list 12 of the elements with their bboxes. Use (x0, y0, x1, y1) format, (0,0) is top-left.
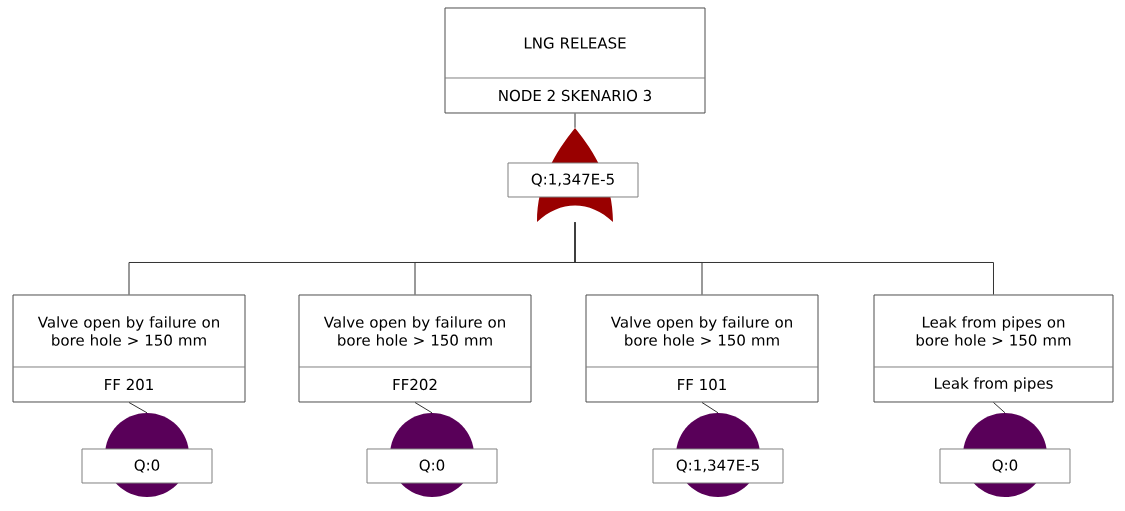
event-box: Valve open by failure on bore hole > 150 mm FF202 (298, 294, 532, 403)
connector-line (128, 402, 148, 414)
event-box: LNG RELEASE NODE 2 SKENARIO 3 (444, 7, 706, 114)
connector-line (701, 402, 719, 414)
event-box: Valve open by failure on bore hole > 150 mm FF 201 (12, 294, 246, 403)
or-gate: Q:1,347E-5 (507, 128, 639, 222)
event-box: Leak from pipes on bore hole > 150 mm Leak from pipes (873, 294, 1114, 403)
connector-line (574, 221, 994, 295)
connector-line (414, 402, 433, 414)
event-box: Valve open by failure on bore hole > 150 mm FF 101 (585, 294, 819, 403)
connector-line (574, 113, 576, 129)
connector-line (993, 402, 1006, 414)
